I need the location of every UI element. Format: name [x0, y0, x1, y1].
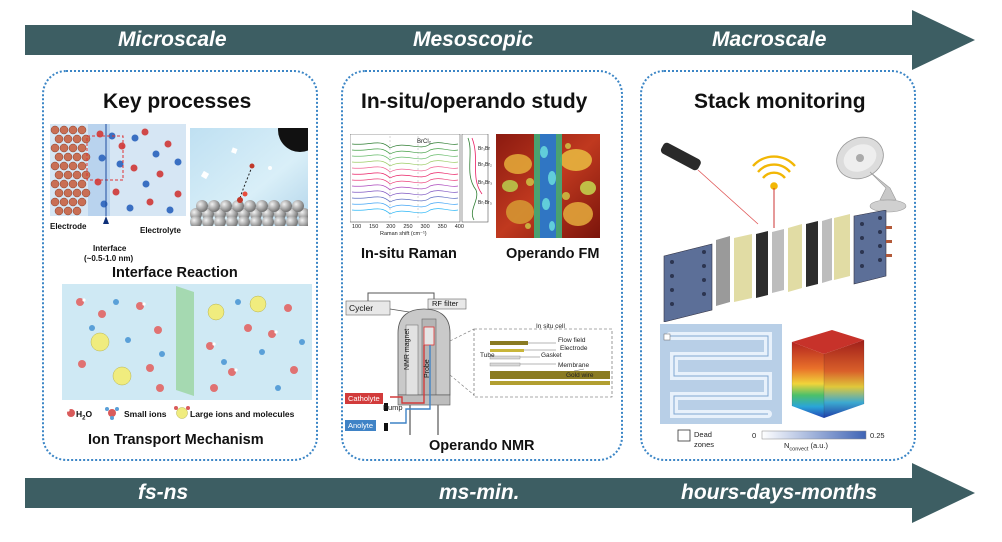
electrolyte-ions	[94, 128, 182, 214]
sensing-devices	[660, 136, 907, 228]
flow-field-label: Flow field	[558, 337, 586, 344]
flow-channel-image	[660, 324, 782, 424]
raman-side-label-1: Br₃Br	[478, 146, 491, 152]
time-label-ms: ms-min.	[439, 481, 520, 504]
pump-label: Pump	[383, 403, 403, 412]
convection-scale-label: Nconvect (a.u.)	[784, 441, 828, 453]
raman-spectra-image	[350, 134, 489, 223]
convection-legend	[677, 429, 867, 442]
raman-side-label-2: Br₃Br₂	[478, 162, 492, 168]
raman-side-label-3: Br₅Br₃	[478, 180, 493, 186]
concentration-cube	[791, 330, 865, 418]
raman-tick: 100	[352, 224, 362, 230]
raman-x-label: Raman shift (cm⁻¹)	[380, 231, 427, 237]
zones-label: zones	[694, 440, 715, 449]
raman-tick: 150	[369, 224, 379, 230]
interface-reaction-caption: Interface Reaction	[112, 265, 238, 281]
interface-range-label: (~0.5-1.0 nm)	[84, 254, 134, 263]
insitu-raman-caption: In-situ Raman	[361, 246, 457, 262]
satellite-dish	[836, 136, 907, 213]
nmr-magnet-label: NMR magnet	[404, 328, 411, 370]
legend-small-ions: Small ions	[124, 409, 167, 419]
surface-reaction-image	[190, 128, 308, 226]
tube-label: Tube	[480, 352, 495, 359]
scale-label-meso: Mesoscopic	[413, 28, 534, 51]
raman-tick: 400	[454, 224, 464, 230]
ion-transport-image	[62, 284, 312, 400]
cycler-label: Cycler	[349, 303, 374, 313]
catholyte-label: Catholyte	[345, 393, 383, 404]
interface-schematic	[50, 124, 186, 224]
ion-legend-icons	[66, 406, 190, 420]
probe-label: Probe	[424, 359, 431, 378]
time-label-hours: hours-days-months	[681, 481, 878, 504]
wifi-signal	[752, 155, 796, 228]
gasket-label: Gasket	[541, 352, 562, 359]
legend-large-ions: Large ions and molecules	[190, 409, 295, 419]
operando-fm-caption: Operando FM	[506, 246, 600, 262]
scale-max-label: 0.25	[870, 431, 885, 440]
top-scale-arrow	[25, 10, 975, 70]
operando-fm-image	[496, 134, 600, 238]
operando-nmr-schematic	[345, 292, 613, 435]
time-label-fs: fs-ns	[138, 481, 189, 504]
insitu-cell-label: In situ cell	[536, 323, 565, 330]
scale-label-macro: Macroscale	[712, 28, 827, 51]
interface-label: Interface	[93, 244, 127, 253]
raman-tick: 250	[403, 224, 413, 230]
rf-filter-label: RF filter	[432, 299, 459, 308]
dead-label: Dead	[694, 430, 712, 439]
anolyte-label: Anolyte	[345, 420, 377, 431]
operando-nmr-caption: Operando NMR	[429, 438, 535, 454]
legend-water: H2O	[76, 409, 93, 422]
panel-title-operando: In-situ/operando study	[361, 90, 588, 113]
laser-pointer	[660, 142, 759, 225]
bottom-timescale-arrow	[25, 463, 975, 523]
panel-title-key-processes: Key processes	[103, 90, 252, 113]
membrane-label: Membrane	[558, 362, 590, 369]
electrode-nmr-label: Electrode	[560, 345, 588, 352]
ion-transport-caption: Ion Transport Mechanism	[88, 432, 264, 448]
gold-wire-label: Gold wire	[566, 372, 594, 379]
raman-tick: 350	[437, 224, 447, 230]
raman-peak-label: BrCl₂	[417, 139, 431, 145]
scale-label-micro: Microscale	[118, 28, 227, 51]
panel-title-stack: Stack monitoring	[694, 90, 866, 113]
raman-tick: 300	[420, 224, 430, 230]
raman-x-ticks: 100 150 200 250 300 350 400	[352, 224, 464, 230]
flow-battery-stack	[663, 210, 892, 322]
electrode-atoms	[50, 125, 91, 216]
electrode-label: Electrode	[50, 222, 87, 231]
electrolyte-label: Electrolyte	[140, 226, 181, 235]
raman-side-label-4: Br₇Br₃	[478, 200, 492, 206]
raman-tick: 200	[386, 224, 396, 230]
scale-min-label: 0	[752, 431, 757, 440]
